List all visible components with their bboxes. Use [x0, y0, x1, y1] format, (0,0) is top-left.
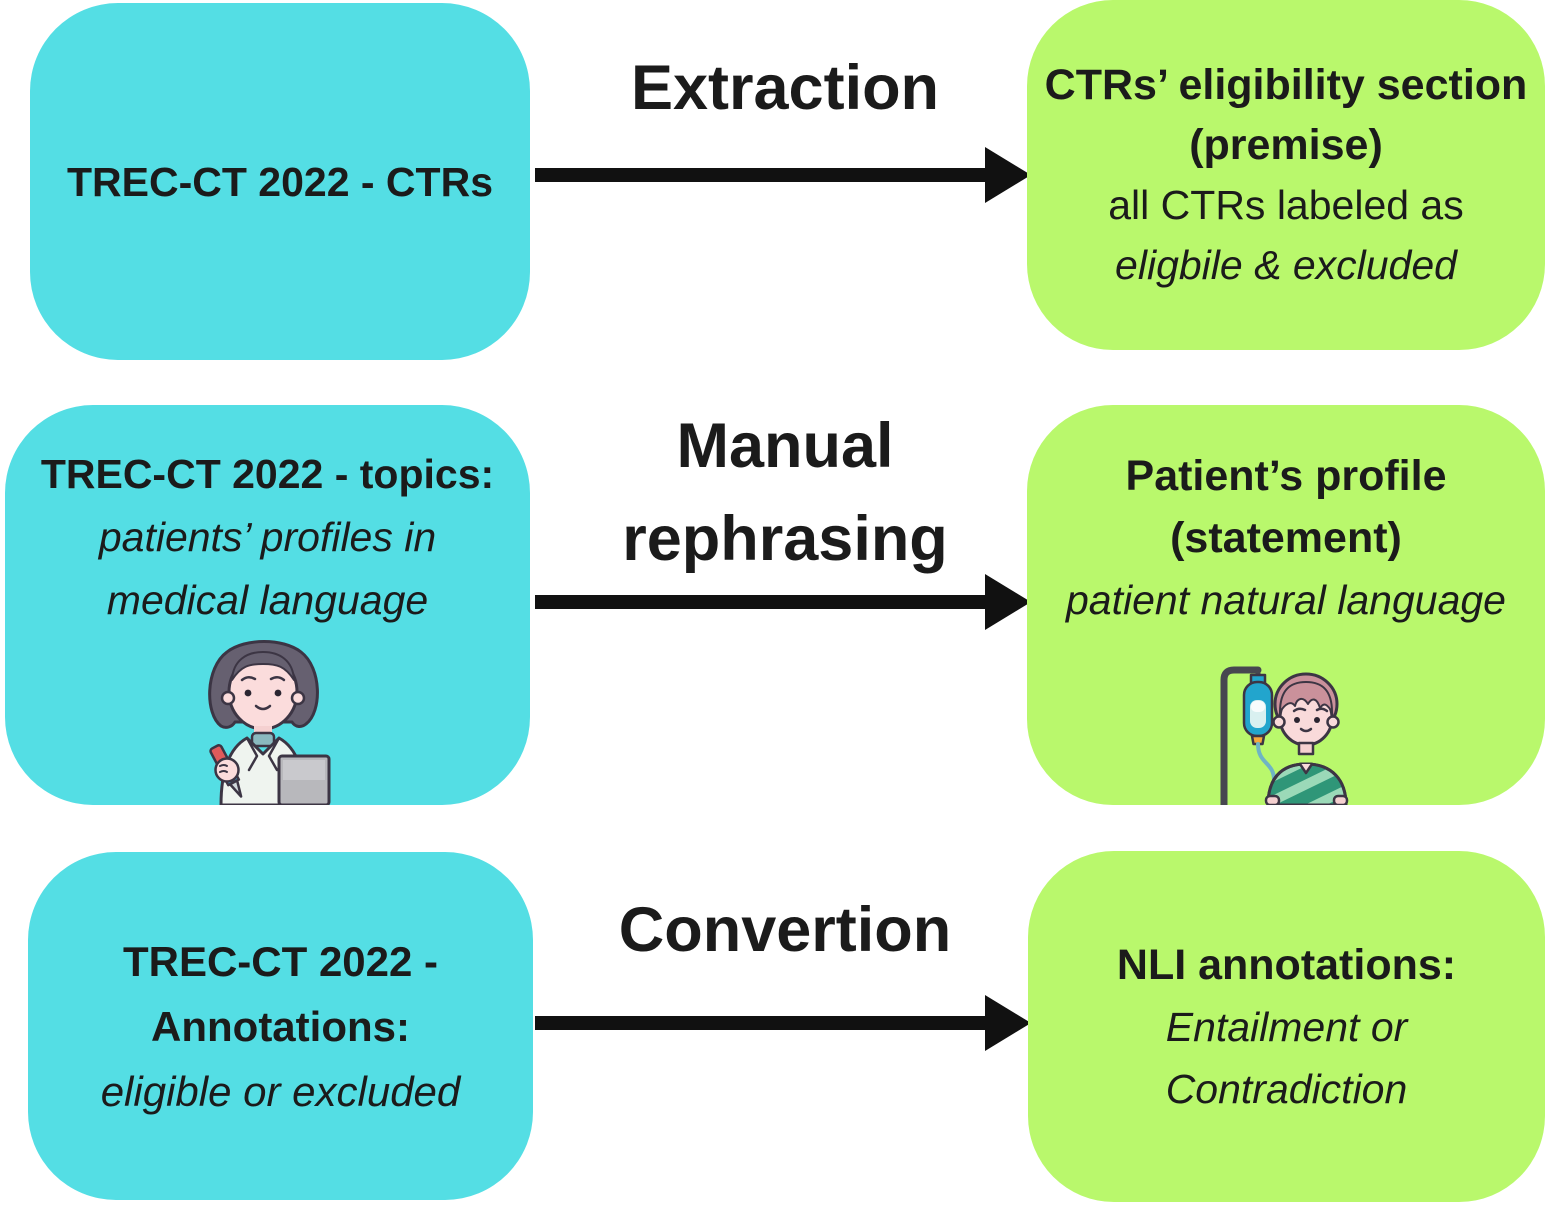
doctor-illustration	[208, 640, 331, 805]
target-box-eligibility-section: CTRs’ eligibility section (premise) all …	[1027, 0, 1545, 350]
target-box-line: Contradiction	[1165, 1065, 1408, 1112]
target-box-line: Entailment or	[1165, 1003, 1408, 1050]
target-box-line: CTRs’ eligibility section	[1044, 61, 1528, 109]
source-box-line: TREC-CT 2022 - topics:	[40, 451, 495, 497]
arrow-shaft	[535, 168, 993, 182]
source-box-topics: TREC-CT 2022 - topics: patients’ profile…	[5, 405, 530, 805]
target-box-line: all CTRs labeled as	[1108, 182, 1464, 228]
iv-pole-icon	[1220, 666, 1262, 805]
right-arrow-icon	[535, 995, 1031, 1051]
arrow-head	[985, 574, 1031, 630]
arrow-shaft	[535, 595, 993, 609]
process-label-line: rephrasing	[622, 504, 948, 574]
process-label-extraction: Extraction	[630, 53, 940, 123]
patient-iv-illustration	[1220, 666, 1349, 805]
source-box-annotations: TREC-CT 2022 - Annotations: eligible or …	[28, 852, 533, 1200]
target-box-line: Patient’s profile	[1125, 452, 1447, 500]
source-box-line: TREC-CT 2022 -	[122, 937, 439, 985]
arrow-head	[985, 995, 1031, 1051]
right-arrow-icon	[535, 574, 1031, 630]
target-box-line: NLI annotations:	[1116, 940, 1457, 989]
source-box-line: patients’ profiles in	[98, 514, 437, 560]
target-box-line: eligbile & excluded	[1115, 242, 1457, 288]
target-box-nli-annotations: NLI annotations: Entailment or Contradic…	[1028, 851, 1545, 1202]
right-arrow-icon	[535, 147, 1031, 203]
source-box-line: Annotations:	[151, 1002, 410, 1050]
source-box-ctrs-title: TREC-CT 2022 - CTRs	[66, 158, 493, 205]
process-label-line: Manual	[676, 411, 894, 481]
source-box-line: medical language	[106, 577, 429, 623]
process-label-manual-rephrasing: Manual rephrasing	[545, 400, 1025, 586]
arrow-shaft	[535, 1016, 993, 1030]
target-box-patient-profile: Patient’s profile (statement) patient na…	[1027, 405, 1545, 805]
process-label-convertion: Convertion	[618, 895, 952, 965]
arrow-head	[985, 147, 1031, 203]
source-box-ctrs: TREC-CT 2022 - CTRs	[30, 3, 530, 360]
source-box-line: eligible or excluded	[100, 1067, 461, 1115]
target-box-line: (statement)	[1170, 514, 1402, 562]
target-box-line: patient natural language	[1066, 577, 1506, 623]
target-box-line: (premise)	[1189, 121, 1383, 169]
